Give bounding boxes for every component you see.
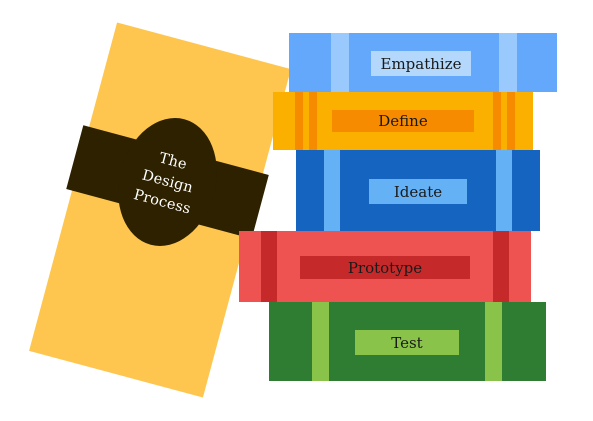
- book-stripe: [507, 92, 515, 150]
- book-stripe: [493, 92, 501, 150]
- book-ideate: Ideate: [296, 150, 540, 231]
- book-stripe: [493, 231, 509, 302]
- book-label-test: Test: [355, 330, 459, 355]
- leaning-book: The Design Process: [29, 22, 291, 398]
- book-stripe: [309, 92, 317, 150]
- book-label-empathize: Empathize: [371, 51, 471, 76]
- book-stripe: [324, 150, 340, 231]
- book-label-define: Define: [332, 110, 474, 132]
- book-stripe: [331, 33, 349, 92]
- book-stripe: [499, 33, 517, 92]
- book-stripe: [496, 150, 512, 231]
- book-stripe: [295, 92, 303, 150]
- book-stripe: [261, 231, 277, 302]
- book-label-prototype: Prototype: [300, 256, 470, 279]
- book-stripe: [312, 302, 329, 381]
- book-label-ideate: Ideate: [369, 179, 467, 204]
- book-test: Test: [269, 302, 546, 381]
- book-empathize: Empathize: [289, 33, 557, 92]
- book-prototype: Prototype: [239, 231, 531, 302]
- book-define: Define: [273, 92, 533, 150]
- book-stripe: [485, 302, 502, 381]
